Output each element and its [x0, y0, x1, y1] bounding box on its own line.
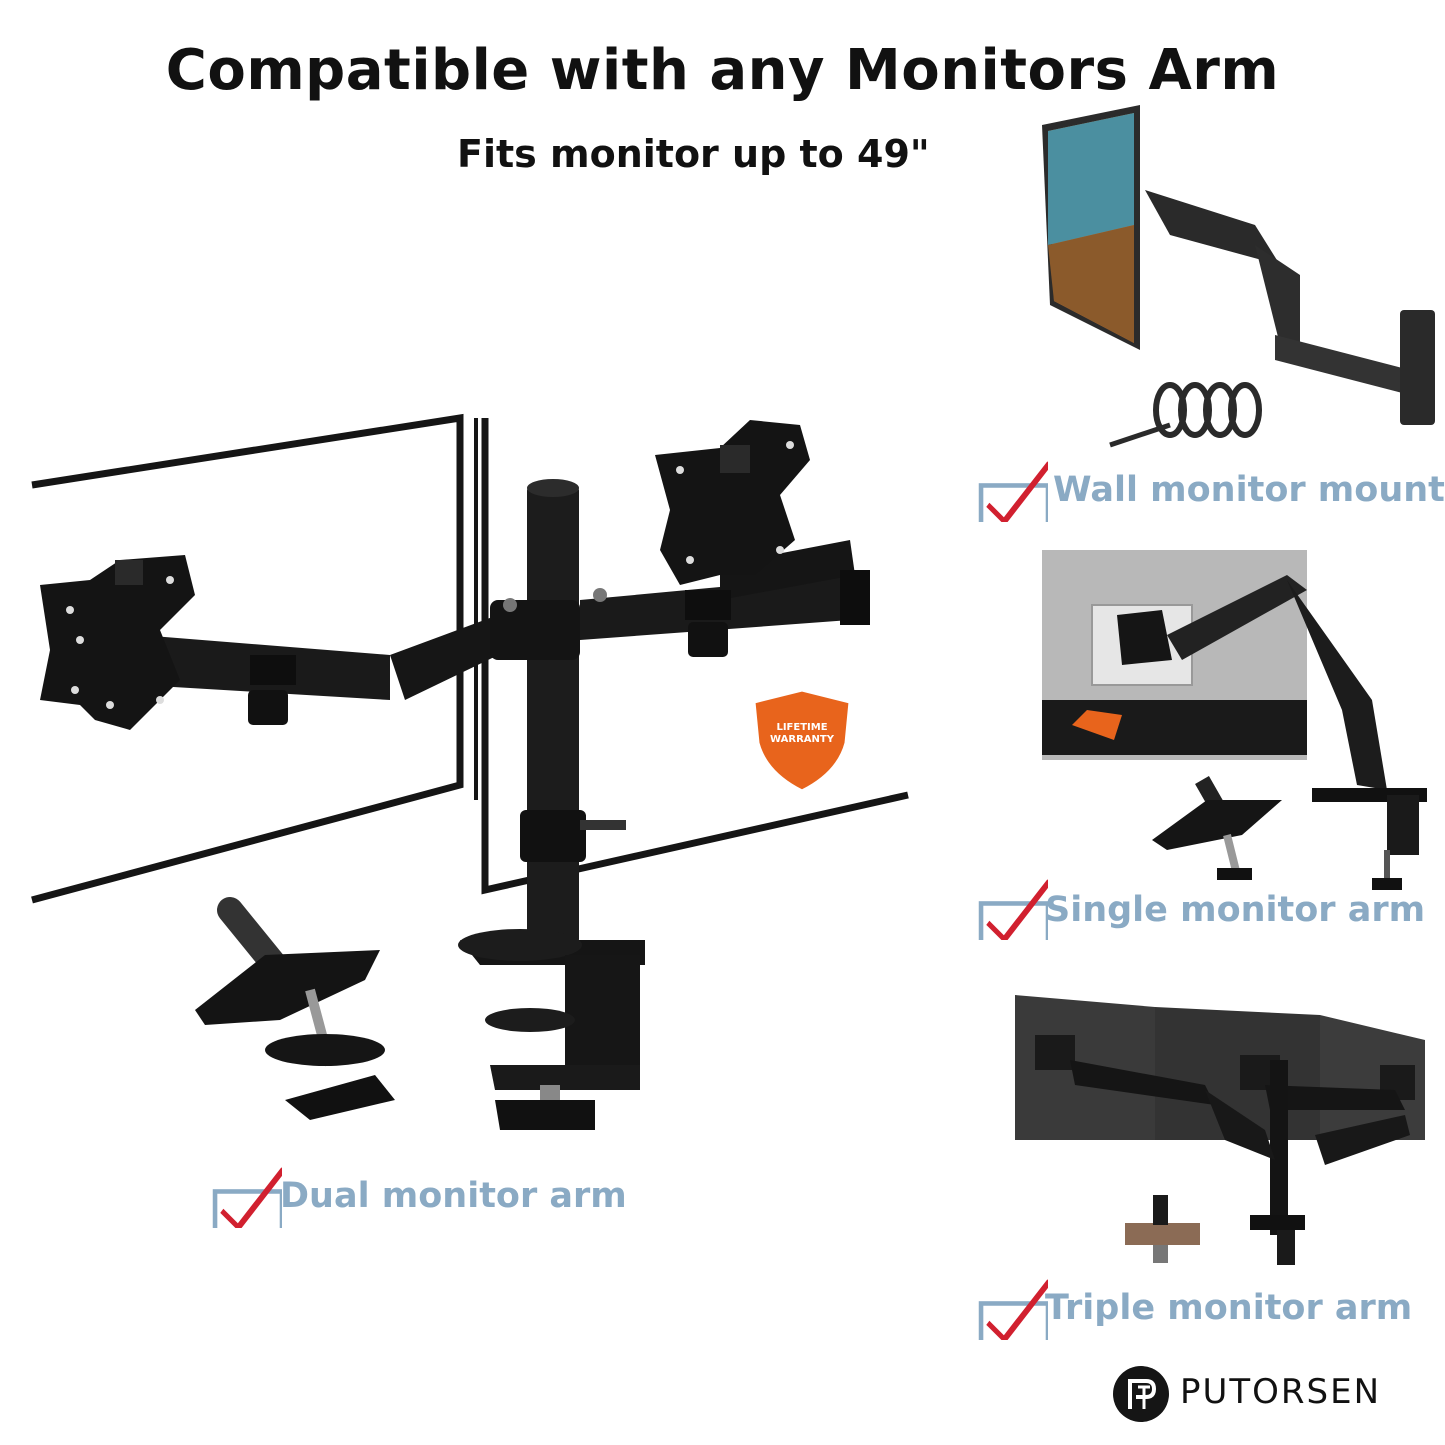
option-single-arm [978, 870, 1048, 940]
option-dual-arm [212, 1158, 282, 1228]
checkmark-icon [212, 1167, 282, 1228]
warranty-shield-icon [752, 688, 852, 793]
page-title: Compatible with any Monitors Arm [165, 38, 1280, 103]
option-dual-arm-label: Dual monitor arm [280, 1176, 627, 1216]
badge-line2: WARRANTY [770, 734, 834, 745]
option-triple-arm [978, 1270, 1048, 1340]
page-subtitle: Fits monitor up to 49" [457, 132, 930, 176]
badge-line1: LIFETIME [776, 722, 828, 733]
wall-mount-illustration [1042, 105, 1435, 448]
checkmark-icon [978, 461, 1048, 522]
checkmark-icon [978, 1279, 1048, 1340]
option-wall-mount [978, 452, 1048, 522]
brand-name: PUTORSEN [1180, 1372, 1382, 1412]
warranty-badge: LIFETIME WARRANTY [748, 688, 856, 793]
putorsen-logo-icon [1112, 1365, 1172, 1425]
dual-monitor-arm-illustration [31, 413, 909, 1130]
triple-arm-illustration [1015, 995, 1425, 1265]
option-single-arm-label: Single monitor arm [1045, 890, 1426, 930]
single-arm-illustration [1042, 550, 1427, 890]
checkmark-icon [978, 879, 1048, 940]
option-triple-arm-label: Triple monitor arm [1045, 1288, 1413, 1328]
option-wall-mount-label: Wall monitor mount [1053, 470, 1445, 510]
